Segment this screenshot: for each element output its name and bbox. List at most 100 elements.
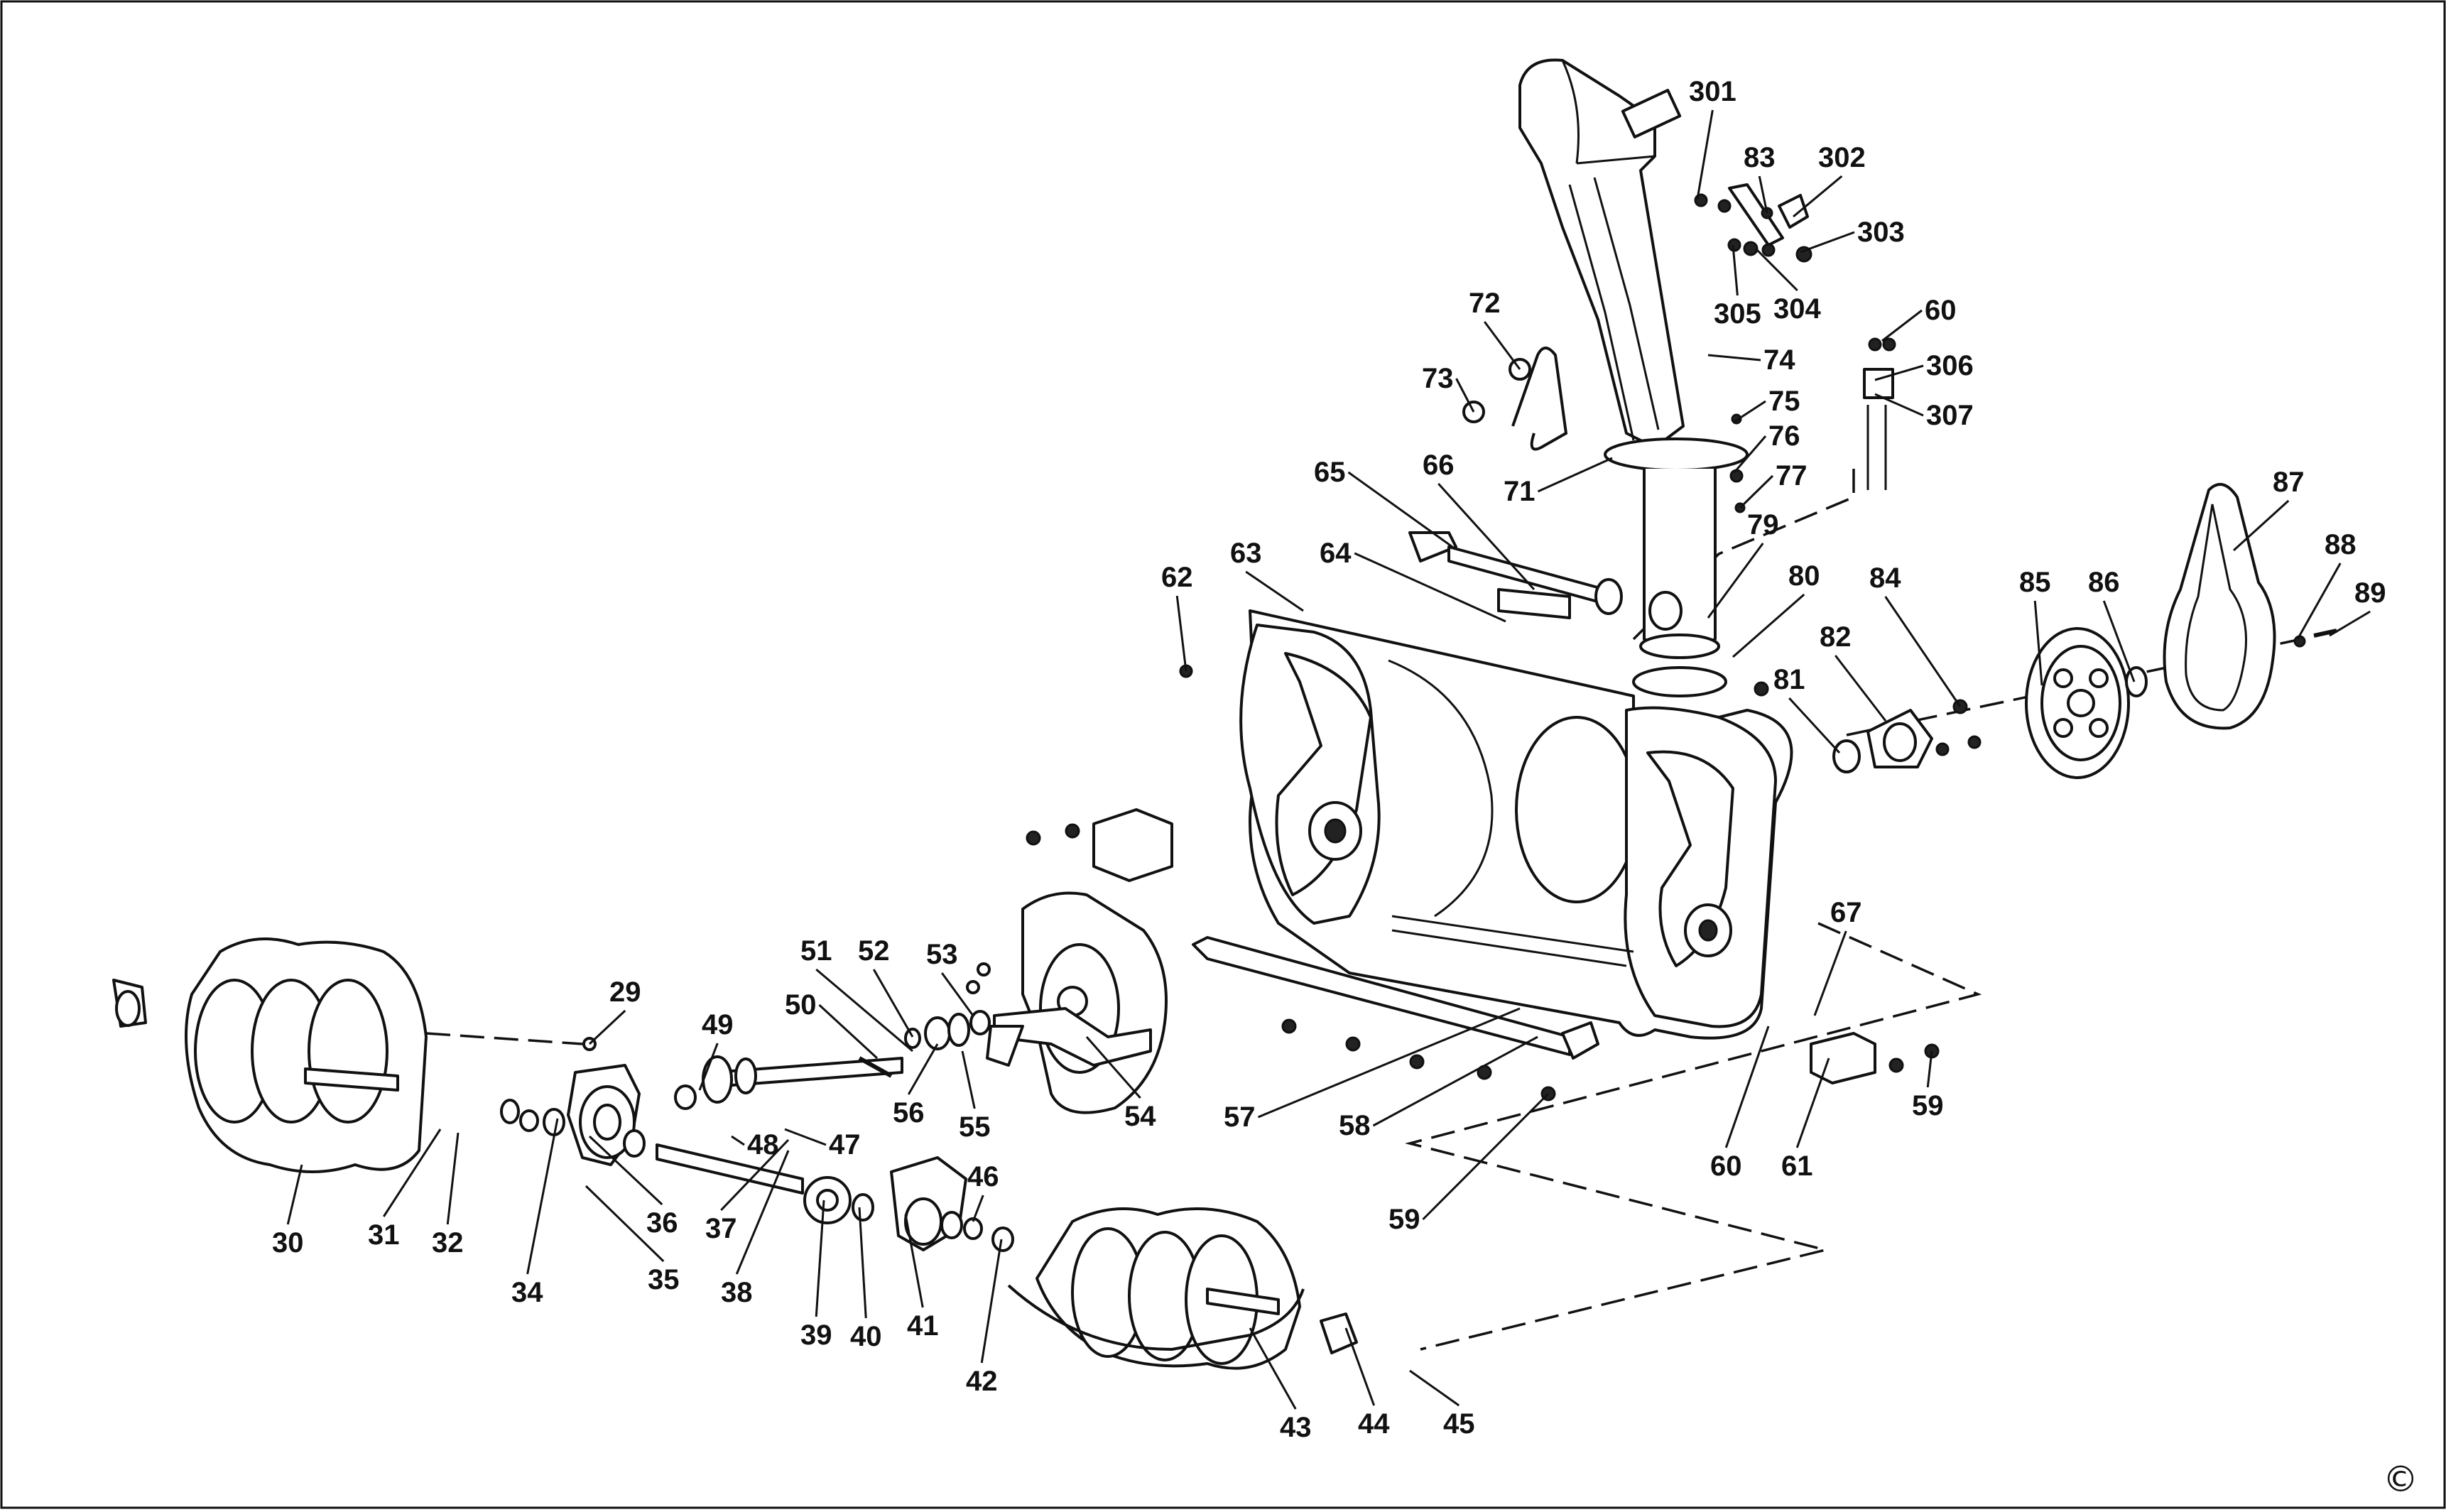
- part-label: 56: [893, 1097, 925, 1128]
- left-auger: [112, 937, 428, 1173]
- leader-line: [904, 1214, 924, 1308]
- leader-line: [1724, 1026, 1770, 1148]
- leader-line: [858, 1207, 867, 1319]
- leader-line: [1758, 175, 1768, 214]
- leader-line: [1813, 930, 1847, 1016]
- drive-shaft: [674, 962, 991, 1110]
- part-label: 41: [907, 1310, 939, 1342]
- part-label: 71: [1504, 476, 1535, 507]
- leader-line: [1793, 175, 1843, 218]
- part-label: 51: [800, 935, 832, 967]
- discharge-chute: [1518, 58, 1749, 472]
- leader-line: [1455, 378, 1475, 413]
- leader-line: [1707, 543, 1764, 619]
- leader-line: [815, 1200, 825, 1317]
- part-label: 73: [1422, 363, 1454, 394]
- leader-line: [526, 1118, 559, 1275]
- leader-line: [731, 1135, 745, 1146]
- part-label: 60: [1710, 1151, 1742, 1182]
- part-label: 76: [1768, 420, 1800, 452]
- leader-line: [1874, 364, 1924, 381]
- leader-line: [1732, 244, 1739, 296]
- part-label: 306: [1926, 350, 1974, 381]
- part-label: 84: [1869, 562, 1901, 594]
- part-label: 305: [1714, 298, 1761, 330]
- part-label: 87: [2273, 467, 2305, 498]
- part-label: 85: [2019, 567, 2051, 598]
- leader-line: [1835, 655, 1887, 722]
- leader-line: [735, 1150, 790, 1275]
- leader-line: [2033, 600, 2043, 686]
- chute-tube: [1632, 469, 1727, 697]
- part-label: 74: [1763, 344, 1795, 376]
- part-label: 44: [1358, 1408, 1390, 1440]
- part-label: 59: [1388, 1204, 1420, 1235]
- leader-line: [1537, 457, 1613, 493]
- part-label: 50: [785, 989, 817, 1021]
- leader-line: [818, 1004, 879, 1060]
- part-label: 55: [959, 1111, 991, 1143]
- part-label: 65: [1314, 457, 1346, 488]
- deflector-hardware: [1694, 183, 1896, 513]
- part-label: 53: [926, 939, 958, 970]
- leader-line: [961, 1050, 976, 1109]
- part-label: 75: [1768, 386, 1800, 417]
- part-label: 31: [368, 1219, 400, 1251]
- leader-line: [585, 1185, 665, 1263]
- part-label: 63: [1230, 538, 1262, 569]
- skid-shoes: [1026, 808, 1940, 1084]
- pulley-and-belt: [2025, 483, 2337, 779]
- part-label: 77: [1776, 460, 1808, 491]
- leader-line: [1788, 697, 1841, 754]
- part-label: 35: [648, 1264, 680, 1295]
- leader-line: [2232, 499, 2290, 552]
- part-label: 301: [1689, 76, 1736, 107]
- part-label: 303: [1857, 217, 1905, 248]
- leader-line: [1795, 1057, 1830, 1148]
- leader-line: [1354, 552, 1506, 623]
- leader-line: [1800, 231, 1855, 254]
- leader-line: [1733, 435, 1767, 473]
- part-label: 66: [1423, 450, 1455, 481]
- part-label: 307: [1926, 400, 1974, 431]
- leader-line: [872, 969, 914, 1038]
- left-gearbox: [500, 1037, 646, 1166]
- part-label: 39: [800, 1320, 832, 1351]
- part-label: 72: [1469, 288, 1501, 319]
- leader-line: [972, 1195, 984, 1222]
- part-labels: 301 83 302 303 304 305 72 73 74 75 76 77…: [272, 76, 2386, 1443]
- leader-line: [980, 1239, 1003, 1364]
- right-auger: [1007, 1207, 1358, 1370]
- leader-line: [2296, 562, 2342, 640]
- leader-line: [907, 1043, 939, 1095]
- parts-illustration: [112, 58, 2337, 1370]
- leader-line: [2329, 610, 2371, 637]
- part-label: 47: [829, 1129, 861, 1160]
- part-label: 36: [646, 1207, 678, 1239]
- leader-line: [1707, 354, 1761, 361]
- part-label: 64: [1320, 538, 1352, 569]
- part-label: 83: [1744, 142, 1776, 173]
- leader-line: [1249, 1327, 1297, 1410]
- leader-line: [698, 1043, 719, 1091]
- part-label: 48: [747, 1129, 779, 1160]
- part-label: 29: [609, 977, 641, 1008]
- leader-line: [1739, 474, 1774, 509]
- part-label: 37: [705, 1213, 737, 1244]
- leader-line: [2102, 600, 2136, 682]
- leader-lines: [286, 109, 2371, 1410]
- leader-line: [1884, 596, 1962, 707]
- part-label: 34: [511, 1277, 543, 1308]
- part-label: 80: [1788, 560, 1820, 592]
- part-label: 59: [1912, 1090, 1944, 1121]
- leader-line: [1257, 1007, 1521, 1119]
- leader-line: [941, 972, 974, 1016]
- leader-line: [1732, 593, 1805, 658]
- part-label: 32: [432, 1227, 464, 1258]
- leader-line: [784, 1128, 827, 1146]
- part-label: 89: [2354, 577, 2386, 609]
- part-label: 60: [1925, 295, 1957, 326]
- leader-line: [1344, 1327, 1376, 1406]
- part-label: 67: [1830, 897, 1862, 928]
